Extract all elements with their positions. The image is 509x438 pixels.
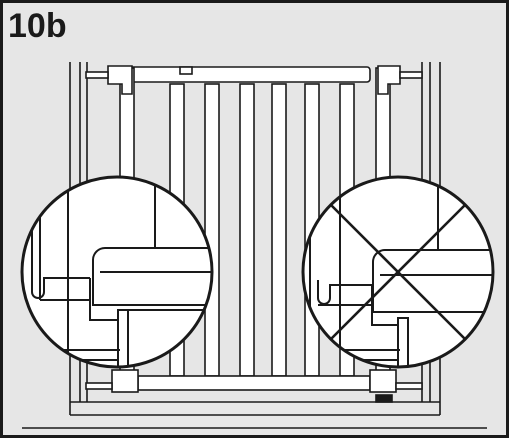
left-bottom-connector <box>111 369 139 393</box>
bottom-right-bolt <box>395 382 423 390</box>
top-handle <box>179 66 193 75</box>
bottom-rail <box>137 375 371 391</box>
left-top-connector <box>107 65 133 95</box>
magnifier-correct <box>20 175 214 369</box>
top-left-bolt <box>85 71 109 79</box>
right-bottom-connector <box>369 369 397 393</box>
magnifier-incorrect <box>301 175 495 369</box>
step-label: 10b <box>8 7 67 45</box>
bottom-left-bolt <box>85 382 113 390</box>
cross-mark <box>329 203 467 341</box>
top-rail <box>129 66 371 83</box>
right-top-connector <box>377 65 401 95</box>
top-right-bolt <box>399 71 423 79</box>
